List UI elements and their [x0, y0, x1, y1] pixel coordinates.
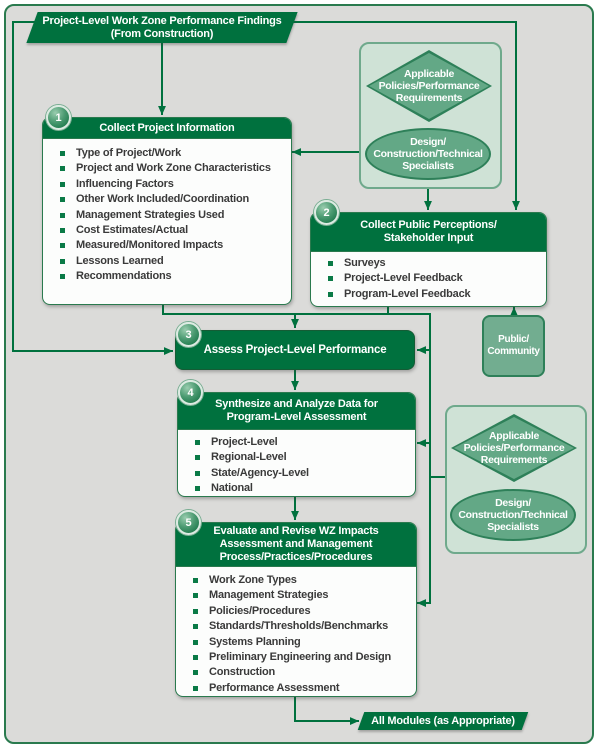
box4-title: Synthesize and Analyze Data for Program-…: [178, 393, 415, 430]
box4-list: Project-Level Regional-Level State/Agenc…: [178, 430, 415, 497]
specialists-ellipse-top: Design/ Construction/Technical Specialis…: [365, 128, 491, 180]
all-modules-banner-label: All Modules (as Appropriate): [371, 714, 515, 727]
box1-list: Type of Project/Work Project and Work Zo…: [43, 139, 291, 285]
policies-diamond-bottom-label: Applicable Policies/Performance Requirem…: [463, 430, 565, 466]
list-item: Cost Estimates/Actual: [43, 223, 287, 238]
box-collect-project-information: Collect Project Information Type of Proj…: [42, 117, 292, 305]
list-item: Lessons Learned: [43, 254, 287, 269]
list-item: Construction: [176, 665, 412, 680]
specialists-ellipse-bottom-label: Design/ Construction/Technical Specialis…: [458, 497, 568, 533]
list-item: Other Work Included/Coordination: [43, 192, 287, 207]
specialists-ellipse-bottom: Design/ Construction/Technical Specialis…: [450, 489, 576, 541]
step-badge-5: 5: [176, 510, 201, 535]
box2-title: Collect Public Perceptions/ Stakeholder …: [311, 213, 546, 252]
policies-panel-top: Applicable Policies/Performance Requirem…: [359, 42, 502, 189]
list-item: Management Strategies Used: [43, 208, 287, 223]
list-item: Project-Level Feedback: [311, 271, 542, 286]
box1-title: Collect Project Information: [43, 118, 291, 139]
list-item: Influencing Factors: [43, 177, 287, 192]
list-item: National: [178, 481, 411, 496]
box5-title: Evaluate and Revise WZ Impacts Assessmen…: [176, 523, 416, 567]
box-synthesize-analyze-data: Synthesize and Analyze Data for Program-…: [177, 392, 416, 497]
policies-panel-bottom: Applicable Policies/Performance Requirem…: [445, 405, 587, 554]
policies-diamond-top: Applicable Policies/Performance Requirem…: [366, 50, 492, 122]
list-item: Management Strategies: [176, 588, 412, 603]
step-badge-4: 4: [178, 380, 203, 405]
list-item: Recommendations: [43, 269, 287, 284]
list-item: Systems Planning: [176, 635, 412, 650]
list-item: Performance Assessment: [176, 681, 412, 696]
policies-diamond-bottom: Applicable Policies/Performance Requirem…: [451, 414, 577, 482]
box5-list: Work Zone Types Management Strategies Po…: [176, 567, 416, 696]
public-community-box: Public/ Community: [482, 315, 545, 377]
list-item: Measured/Monitored Impacts: [43, 238, 287, 253]
box-assess-project-level-performance: Assess Project-Level Performance: [175, 330, 415, 370]
list-item: Project-Level: [178, 435, 411, 450]
list-item: Program-Level Feedback: [311, 287, 542, 302]
list-item: Preliminary Engineering and Design: [176, 650, 412, 665]
policies-diamond-top-label: Applicable Policies/Performance Requirem…: [378, 68, 480, 104]
box-collect-public-perceptions: Collect Public Perceptions/ Stakeholder …: [310, 212, 547, 307]
list-item: Work Zone Types: [176, 573, 412, 588]
box3-title: Assess Project-Level Performance: [203, 344, 387, 356]
list-item: Project and Work Zone Characteristics: [43, 161, 287, 176]
step-badge-1: 1: [46, 105, 71, 130]
specialists-ellipse-top-label: Design/ Construction/Technical Specialis…: [373, 136, 483, 172]
top-banner-label: Project-Level Work Zone Performance Find…: [42, 14, 282, 40]
list-item: Type of Project/Work: [43, 146, 287, 161]
list-item: Regional-Level: [178, 450, 411, 465]
box-evaluate-revise-wz-impacts: Evaluate and Revise WZ Impacts Assessmen…: [175, 522, 417, 697]
step-badge-3: 3: [176, 322, 201, 347]
list-item: Surveys: [311, 256, 542, 271]
box2-list: Surveys Project-Level Feedback Program-L…: [311, 252, 546, 302]
list-item: Standards/Thresholds/Benchmarks: [176, 619, 412, 634]
list-item: State/Agency-Level: [178, 466, 411, 481]
public-community-label: Public/ Community: [487, 334, 540, 357]
step-badge-2: 2: [314, 200, 339, 225]
list-item: Policies/Procedures: [176, 604, 412, 619]
